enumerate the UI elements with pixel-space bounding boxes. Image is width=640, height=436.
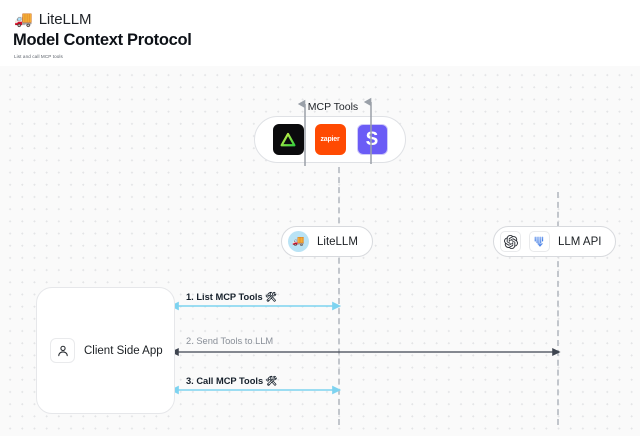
node-litellm[interactable]: 🚚 LiteLLM — [281, 226, 373, 257]
message-3-label: 3. Call MCP Tools 🛠 — [186, 376, 278, 386]
zapier-tool-label: zapier — [320, 136, 340, 143]
mcp-tools-group-label: MCP Tools — [307, 101, 359, 113]
message-2-label: 2. Send Tools to LLM — [186, 336, 274, 346]
user-icon — [50, 338, 75, 363]
anthropic-icon — [529, 231, 550, 252]
diagram-canvas[interactable]: MCP Tools zapier S — [0, 66, 640, 436]
node-litellm-label: LiteLLM — [317, 235, 358, 248]
linear-tool-icon[interactable] — [272, 124, 304, 155]
slack-tool-label: S — [365, 129, 379, 150]
node-llm-api[interactable]: LLM API — [493, 226, 617, 257]
litellm-lifeline — [338, 167, 340, 425]
mcp-tools-box[interactable]: zapier S — [254, 116, 406, 163]
client-side-app-box[interactable]: Client Side App — [36, 287, 175, 414]
slack-tool-icon[interactable]: S — [356, 124, 388, 155]
node-llm-api-label: LLM API — [558, 235, 602, 248]
zapier-tool-icon[interactable]: zapier — [314, 124, 346, 155]
delivery-truck-icon: 🚚 — [14, 10, 33, 28]
client-side-app-content: Client Side App — [50, 338, 163, 363]
litellm-truck-avatar: 🚚 — [288, 231, 309, 252]
client-side-app-label: Client Side App — [84, 344, 163, 357]
brand-name: LiteLLM — [38, 10, 92, 28]
brand: 🚚 LiteLLM — [14, 8, 91, 30]
page-title: Model Context Protocol — [13, 31, 192, 49]
llm-api-lifeline — [557, 192, 559, 425]
openai-icon — [500, 231, 521, 252]
message-1-label: 1. List MCP Tools 🛠 — [186, 292, 278, 302]
page-subtitle: List and call MCP tools — [14, 54, 63, 59]
